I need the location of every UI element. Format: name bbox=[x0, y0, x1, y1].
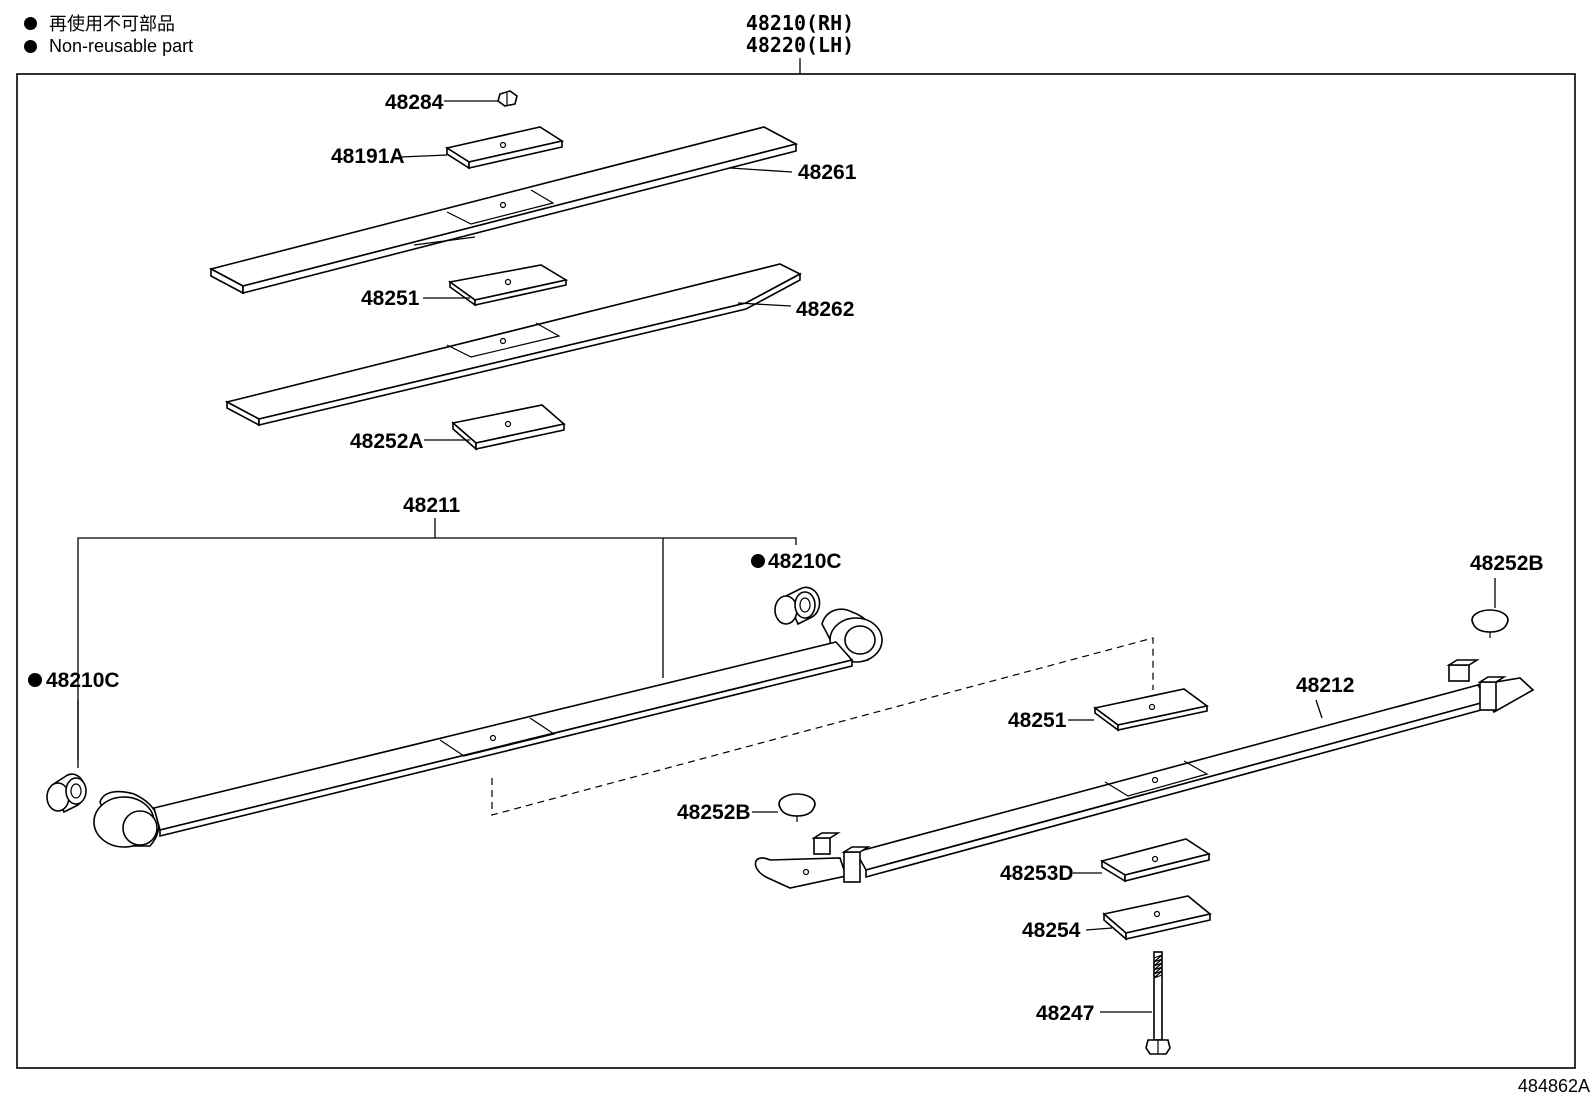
label-48247: 48247 bbox=[1036, 1002, 1094, 1025]
label-48251-lower: 48251 bbox=[1008, 709, 1067, 732]
non-reusable-dot-icon bbox=[24, 40, 37, 53]
illustration-id: 484862A bbox=[1518, 1076, 1590, 1096]
label-48261: 48261 bbox=[798, 161, 857, 184]
label-48210C-left: 48210C bbox=[46, 669, 120, 692]
non-reusable-dot-icon bbox=[28, 673, 42, 687]
cap-48252B-left[interactable] bbox=[778, 793, 816, 822]
label-48252B-left: 48252B bbox=[677, 801, 751, 824]
helper-leaf-48212[interactable] bbox=[754, 659, 1535, 889]
alignment-dashed-line bbox=[491, 637, 1154, 816]
non-reusable-dot-icon bbox=[24, 16, 37, 30]
assembly-frame bbox=[16, 73, 1576, 1069]
liner-48251-upper[interactable] bbox=[448, 264, 569, 307]
main-leaf-bracket bbox=[77, 537, 797, 760]
label-48262: 48262 bbox=[796, 298, 854, 321]
center-bolt-48247[interactable] bbox=[1145, 951, 1171, 1055]
spacer-48253D[interactable] bbox=[1099, 838, 1211, 883]
label-48210C-right: 48210C bbox=[768, 550, 842, 573]
legend-japanese: 再使用不可部品 bbox=[24, 10, 175, 36]
leaf-spring-48261[interactable] bbox=[208, 126, 799, 295]
label-48252A: 48252A bbox=[350, 430, 424, 453]
label-48254: 48254 bbox=[1022, 919, 1081, 942]
label-48211: 48211 bbox=[403, 494, 461, 517]
nut-48284[interactable] bbox=[497, 90, 518, 107]
label-48284: 48284 bbox=[385, 91, 444, 114]
cap-48252B-right[interactable] bbox=[1471, 609, 1509, 638]
assembly-label-lh: 48220(LH) bbox=[746, 33, 854, 57]
label-48251-upper: 48251 bbox=[361, 287, 420, 310]
liner-48252A[interactable] bbox=[451, 404, 566, 451]
bushing-48210C-right[interactable] bbox=[774, 586, 821, 626]
upper-plate-48191A[interactable] bbox=[444, 126, 565, 170]
label-48253D: 48253D bbox=[1000, 862, 1074, 885]
legend-english: Non-reusable part bbox=[24, 36, 193, 57]
lower-plate-48254[interactable] bbox=[1102, 895, 1212, 941]
label-48212: 48212 bbox=[1296, 674, 1354, 697]
main-leaf-48211[interactable] bbox=[93, 608, 883, 848]
legend-japanese-text: 再使用不可部品 bbox=[49, 14, 175, 34]
liner-48251-lower[interactable] bbox=[1093, 688, 1209, 732]
assembly-label-rh: 48210(RH) bbox=[746, 11, 854, 35]
label-48252B-right: 48252B bbox=[1470, 552, 1544, 575]
non-reusable-dot-icon bbox=[751, 554, 765, 568]
label-48191A: 48191A bbox=[331, 145, 405, 168]
bushing-48210C-left[interactable] bbox=[46, 773, 87, 814]
legend-english-text: Non-reusable part bbox=[49, 36, 194, 56]
